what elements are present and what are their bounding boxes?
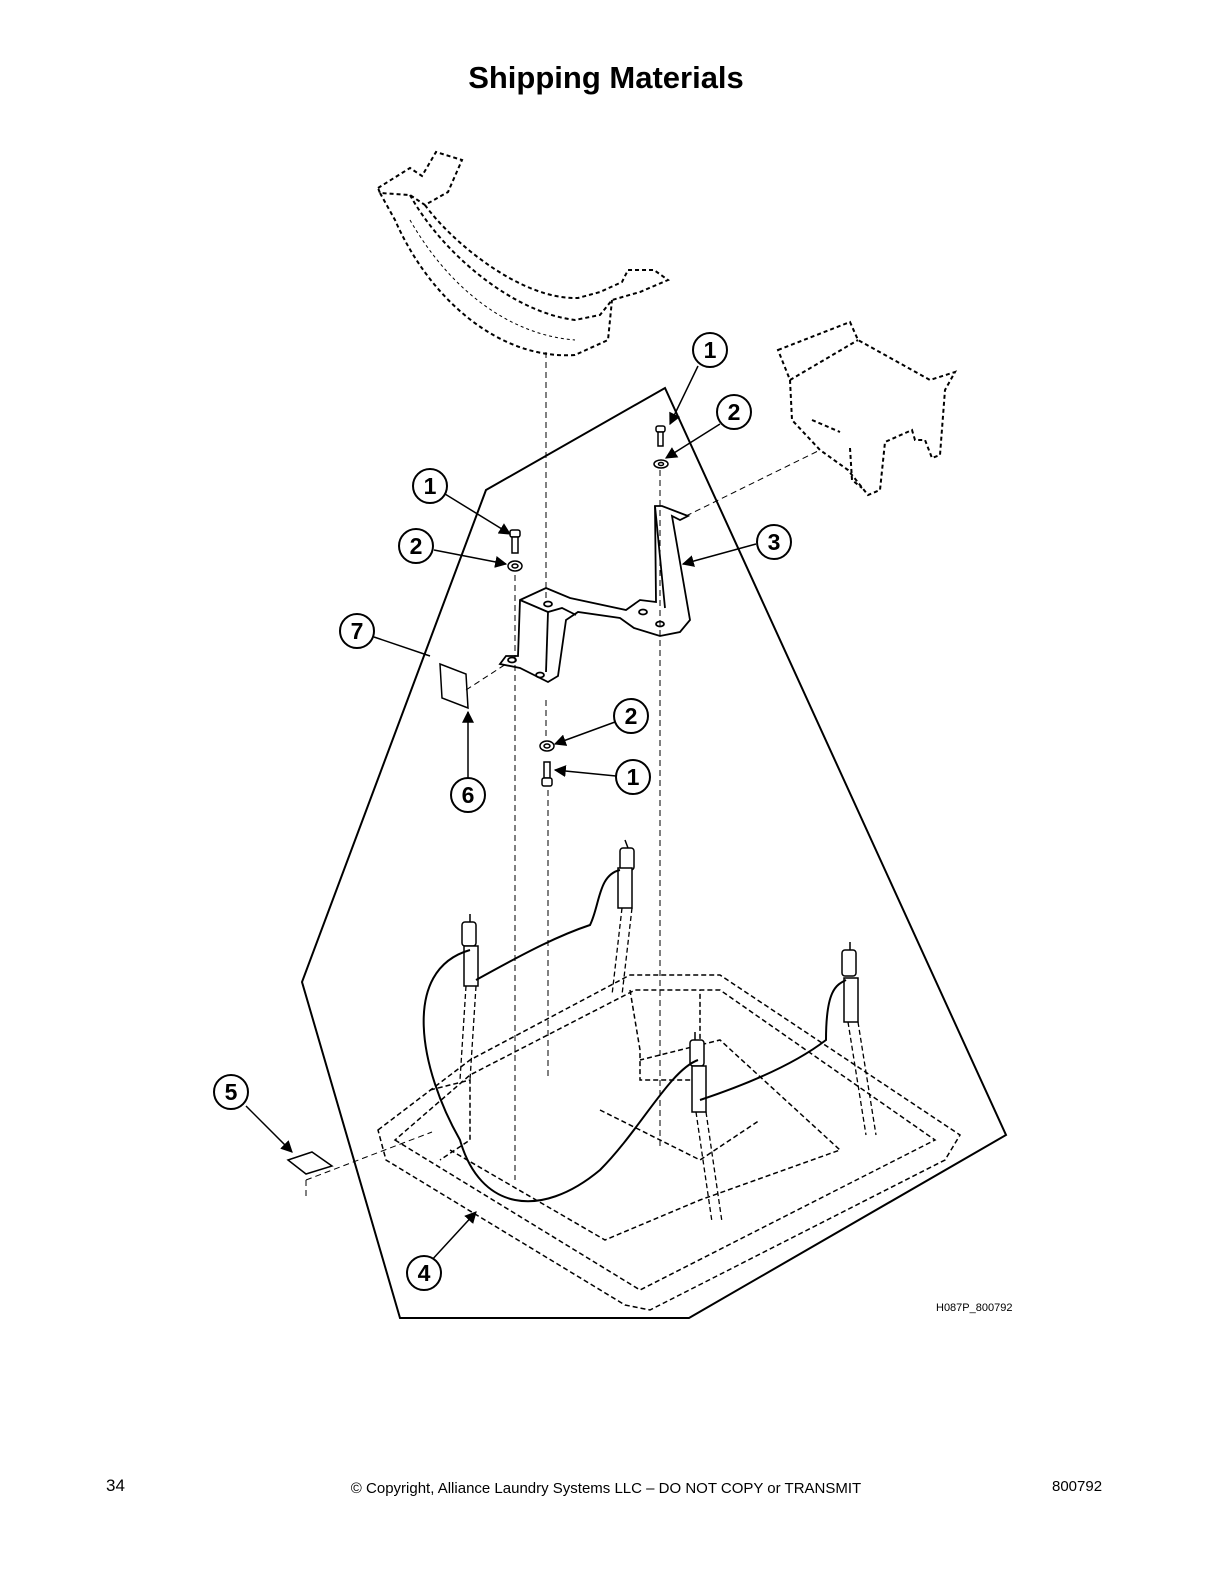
document-number: 800792 (1052, 1478, 1103, 1495)
svg-text:4: 4 (418, 1260, 431, 1286)
callout-1-left: 1 (412, 468, 448, 504)
svg-text:2: 2 (410, 533, 423, 559)
callout-6: 6 (450, 777, 486, 813)
callout-5: 5 (213, 1074, 249, 1110)
callout-2-top: 2 (716, 394, 752, 430)
svg-text:5: 5 (225, 1079, 238, 1105)
bolt-upper-right (655, 425, 666, 447)
svg-text:2: 2 (625, 703, 638, 729)
washer-upper-right (653, 459, 669, 469)
washer-lower (539, 740, 555, 752)
svg-text:3: 3 (768, 529, 781, 555)
label-item-5 (286, 1151, 334, 1175)
svg-text:1: 1 (627, 764, 640, 790)
bolt-upper-left (509, 529, 521, 554)
top-shipping-brace (376, 150, 671, 357)
bolt-lower (541, 761, 553, 787)
callout-2-left: 2 (398, 528, 434, 564)
callout-7: 7 (339, 613, 375, 649)
callout-1-top: 1 (692, 332, 728, 368)
callout-3: 3 (756, 524, 792, 560)
callout-2-bottom: 2 (613, 698, 649, 734)
callout-1-bottom: 1 (615, 759, 651, 795)
page-title: Shipping Materials (468, 60, 744, 95)
svg-text:1: 1 (424, 473, 437, 499)
machine-base (377, 974, 962, 1311)
wire-harness (422, 869, 847, 1203)
svg-text:6: 6 (462, 782, 475, 808)
shipping-bag-outline (300, 386, 1008, 1319)
assembly-leader-lines (305, 352, 821, 1196)
copyright-notice: © Copyright, Alliance Laundry Systems LL… (350, 1480, 862, 1497)
label-item-6 (439, 662, 469, 710)
callout-arrows (245, 365, 757, 1263)
suspension-springs (461, 839, 859, 1113)
mounting-bracket (498, 505, 691, 684)
svg-text:1: 1 (704, 337, 717, 363)
figure-id: H087P_800792 (936, 1302, 1012, 1314)
suspension-rods (459, 907, 877, 1223)
right-shipping-block (776, 320, 958, 497)
page-number: 34 (106, 1476, 125, 1495)
svg-text:2: 2 (728, 399, 741, 425)
washer-upper-left (507, 560, 523, 572)
callout-4: 4 (406, 1255, 442, 1291)
svg-text:7: 7 (351, 618, 364, 644)
